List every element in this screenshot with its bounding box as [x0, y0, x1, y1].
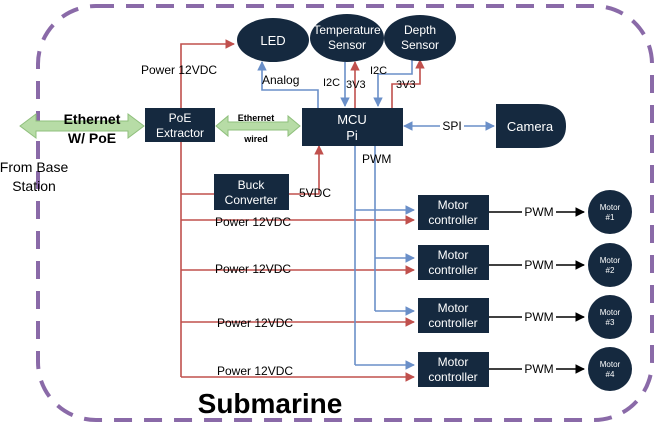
motor-1 — [588, 190, 632, 234]
motor-4-label-2: #4 — [606, 370, 615, 379]
ethernet-wired-label-1: Ethernet — [238, 113, 275, 123]
temperature-sensor-node — [310, 14, 384, 62]
pwm-label-3-bg — [522, 310, 556, 324]
signal-line-i2c-depth — [373, 60, 413, 107]
motor-2-label-2: #2 — [606, 266, 615, 275]
pwm-label-3: PWM — [524, 310, 553, 324]
motor-4 — [588, 347, 632, 391]
motor-controller-1 — [418, 195, 489, 230]
pwm-label-4-bg — [522, 362, 556, 376]
pwm-label-2-bg — [522, 258, 556, 272]
poe-extractor-node — [145, 108, 215, 142]
motor-2-label-1: Motor — [600, 256, 621, 265]
pwm-label-1: PWM — [524, 205, 553, 219]
power-lines — [180, 39, 425, 382]
motor-1-label-2: #1 — [606, 213, 615, 222]
from-base-station-label-1: From Base — [0, 159, 68, 175]
poe-extractor-label-2: Extractor — [156, 126, 204, 140]
motor-controller-2 — [418, 245, 489, 280]
motor-controller-4 — [418, 352, 489, 387]
pwm-label-4: PWM — [524, 362, 553, 376]
mcu-pi-label-1: MCU — [337, 112, 367, 127]
motor-2 — [588, 243, 632, 287]
motor-controller-3 — [418, 298, 489, 333]
motor-controller-2-label-1: Motor — [438, 248, 469, 262]
signal-lines — [257, 60, 495, 370]
motor-controller-3-label-1: Motor — [438, 301, 469, 315]
signal-line-analog — [257, 61, 319, 108]
pwm-label-1-bg — [522, 205, 556, 219]
3v3-label-temp: 3V3 — [346, 79, 366, 91]
motor-3-label-2: #3 — [606, 318, 615, 327]
motor-controller-2-label-2: controller — [428, 263, 477, 277]
i2c-label-temp: I2C — [323, 77, 340, 89]
power-12vdc-label-4: Power 12VDC — [217, 364, 293, 378]
submarine-boundary — [36, 4, 654, 422]
mcu-pi-node — [302, 108, 403, 146]
from-base-station-label-2: Station — [12, 178, 56, 194]
motor-4-label-1: Motor — [600, 360, 621, 369]
motor-controller-1-label-2: controller — [428, 213, 477, 227]
ethernet-poe-label-1: Ethernet — [64, 111, 121, 127]
ethernet-poe-arrow — [19, 113, 145, 139]
power-12vdc-label-2: Power 12VDC — [215, 262, 291, 276]
power-line-5vdc — [289, 145, 324, 195]
analog-label: Analog — [262, 73, 299, 87]
poe-extractor-label-1: PoE — [169, 111, 192, 125]
depth-sensor-node — [384, 15, 456, 61]
depth-sensor-label-2: Sensor — [401, 38, 439, 52]
power-line-3v3-depth — [391, 59, 425, 108]
spi-label-bg — [440, 118, 464, 133]
camera-label: Camera — [507, 119, 554, 134]
power-12vdc-label-top: Power 12VDC — [141, 63, 217, 77]
ethernet-wired-arrow — [215, 114, 301, 138]
buck-converter-label-1: Buck — [238, 178, 266, 192]
submarine-title: Submarine — [198, 388, 343, 419]
power-12vdc-label-1: Power 12VDC — [215, 215, 291, 229]
buck-converter-node — [214, 174, 289, 210]
camera-node — [496, 104, 566, 148]
pwm-label-2: PWM — [524, 258, 553, 272]
buck-converter-label-2: Converter — [225, 193, 278, 207]
motor-controller-4-label-1: Motor — [438, 355, 469, 369]
power-line-led — [180, 39, 235, 108]
motor-3 — [588, 295, 632, 339]
3v3-label-depth: 3V3 — [396, 79, 416, 91]
pwm-label-mcu: PWM — [362, 152, 391, 166]
5vdc-label: 5VDC — [299, 186, 331, 200]
motor-3-label-1: Motor — [600, 308, 621, 317]
ethernet-wired-label-2: wired — [243, 134, 268, 144]
motor-pwm-arrows — [489, 207, 585, 374]
depth-sensor-label-1: Depth — [404, 23, 436, 37]
motor-controller-1-label-1: Motor — [438, 198, 469, 212]
led-node — [237, 18, 309, 62]
ethernet-poe-label-2: W/ PoE — [68, 130, 116, 146]
spi-label: SPI — [442, 119, 461, 133]
power-12vdc-label-3: Power 12VDC — [217, 316, 293, 330]
temperature-sensor-label-1: Temperature — [313, 23, 381, 37]
temperature-sensor-label-2: Sensor — [328, 38, 366, 52]
mcu-pi-label-2: Pi — [346, 128, 358, 143]
motor-controller-4-label-2: controller — [428, 370, 477, 384]
motor-1-label-1: Motor — [600, 203, 621, 212]
i2c-label-depth: I2C — [370, 65, 387, 77]
led-label: LED — [260, 33, 285, 48]
motor-controller-3-label-2: controller — [428, 316, 477, 330]
